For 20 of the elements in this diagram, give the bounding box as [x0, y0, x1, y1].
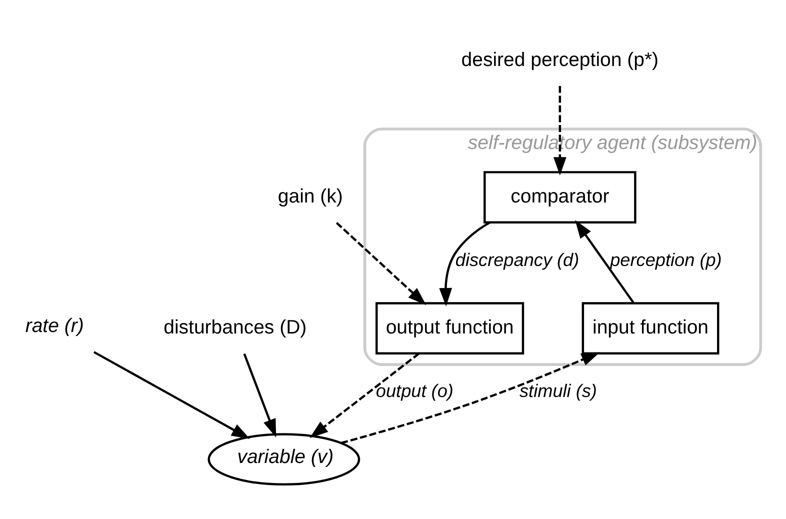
node-text: rate (r)	[25, 314, 84, 337]
arrow	[439, 221, 490, 306]
edge-label: discrepancy (d)	[455, 250, 580, 270]
node-box: input function	[582, 302, 720, 354]
node-text: disturbances (D)	[164, 316, 307, 338]
node-box: comparator	[484, 170, 636, 223]
edge-label: stimuli (s)	[520, 380, 597, 401]
arrow	[310, 352, 420, 438]
node-box: output function	[376, 302, 524, 354]
arrow	[336, 221, 426, 305]
arrow	[93, 350, 250, 438]
arrow	[243, 352, 276, 438]
edge-label: perception (p)	[610, 250, 722, 270]
node-text: gain (k)	[278, 184, 343, 207]
arrow	[575, 220, 634, 304]
arrow	[340, 352, 600, 444]
edge-label: output (o)	[376, 380, 454, 401]
node-text: desired perception (p*)	[461, 48, 659, 70]
node-ellipse: variable (v)	[208, 432, 360, 486]
arrow	[553, 85, 566, 176]
